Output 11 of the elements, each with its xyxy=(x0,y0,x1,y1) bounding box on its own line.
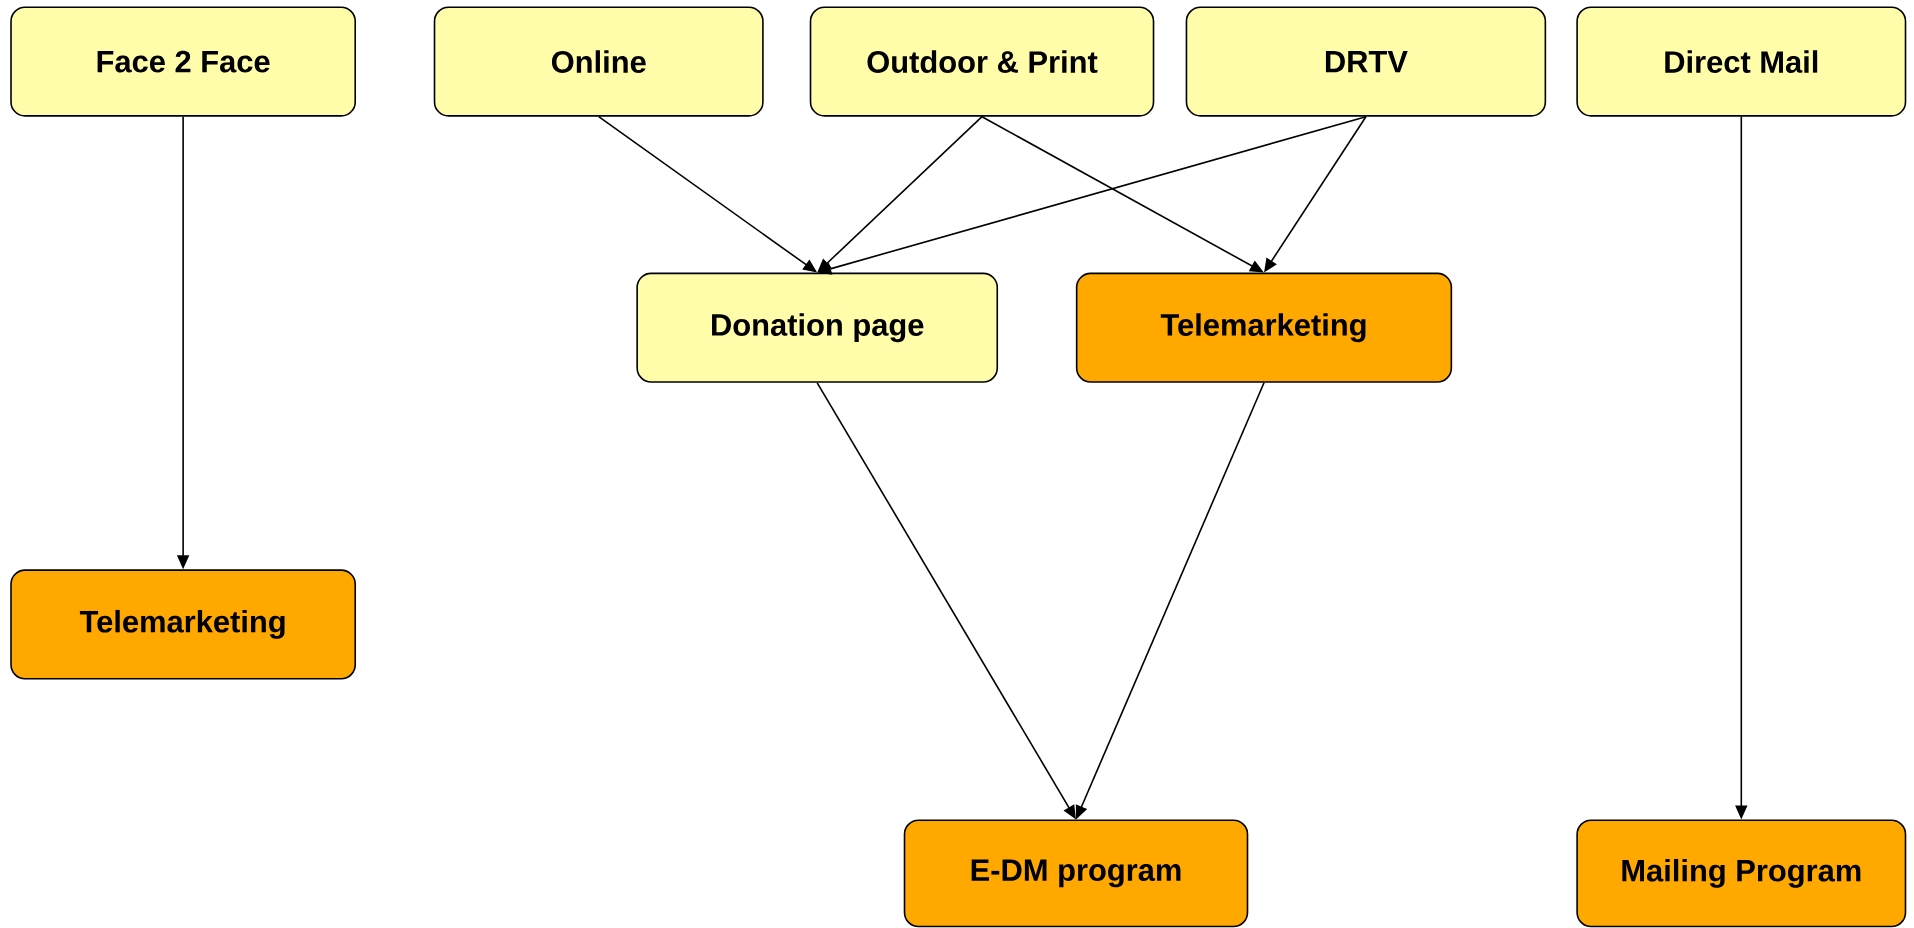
program-box: Mailing Program xyxy=(1576,819,1907,928)
source-box: Online xyxy=(433,6,764,117)
source-box: Donation page xyxy=(636,272,999,383)
program-box: Telemarketing xyxy=(10,569,357,680)
arrow xyxy=(981,115,1264,273)
program-box: E-DM program xyxy=(903,819,1249,928)
source-box: Direct Mail xyxy=(1576,6,1907,117)
source-box: Face 2 Face xyxy=(10,6,357,117)
source-box: Outdoor & Print xyxy=(809,6,1155,117)
program-box: Telemarketing xyxy=(1075,272,1453,383)
source-box: DRTV xyxy=(1185,6,1547,117)
